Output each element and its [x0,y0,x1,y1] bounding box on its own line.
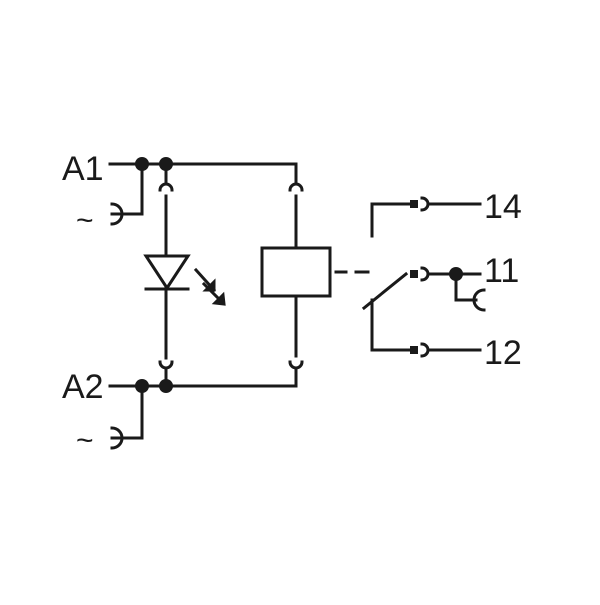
bridge-hook-icon [472,288,486,312]
plug-connector-icon [288,360,304,370]
a1-rail [108,157,298,226]
led-branch [143,162,226,388]
tilde-top-label: ~ [76,204,94,237]
terminal-12-label: 12 [484,334,522,372]
a2-rail [108,366,298,450]
changeover-contact-icon [361,196,486,358]
tilde-bottom-label: ~ [76,424,94,457]
relay-coil-icon [260,246,332,298]
bridge-hook-icon [110,202,124,226]
plug-connector-icon [288,182,304,192]
contact-blade [361,271,409,311]
led-icon [143,254,226,306]
terminal-14-label: 14 [484,188,522,226]
terminal-11-label: 11 [484,252,519,290]
coil-branch [260,182,370,370]
bridge-hook-icon [110,426,124,450]
terminal-a2-label: A2 [62,368,104,406]
terminal-a1-label: A1 [62,150,104,188]
plug-connector-icon [158,182,174,192]
